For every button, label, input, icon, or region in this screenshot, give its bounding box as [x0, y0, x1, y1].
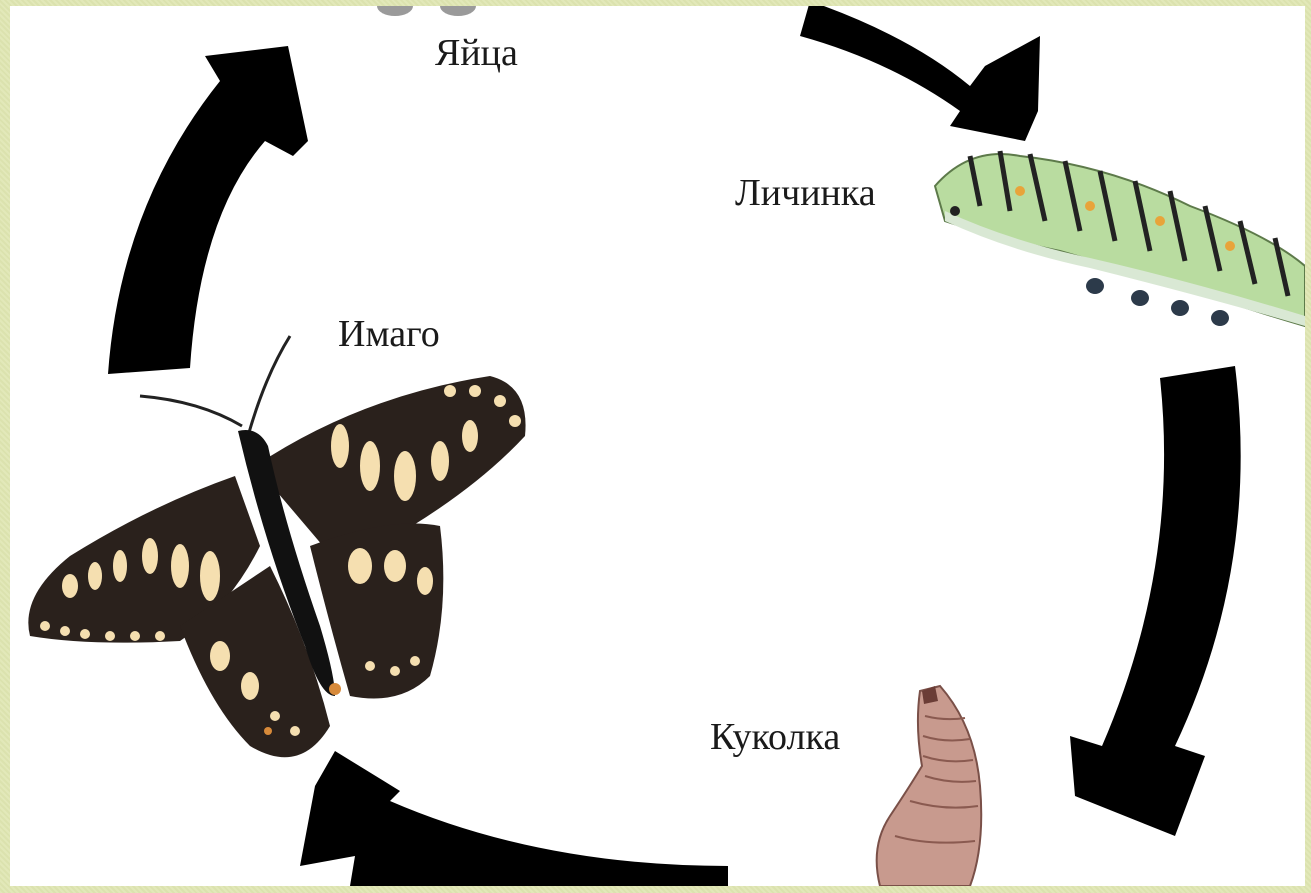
cycle-arrows [10, 6, 1305, 886]
arrow-larva-to-pupa [1070, 366, 1241, 836]
pupa-icon [877, 686, 982, 886]
label-imago: Имаго [338, 315, 440, 353]
label-eggs: Яйца [435, 34, 518, 72]
arrow-eggs-to-larva [800, 6, 1040, 141]
life-cycle-diagram: Яйца Личинка Имаго Куколка [10, 6, 1305, 886]
butterfly-icon [28, 336, 525, 757]
arrow-pupa-to-imago [300, 751, 728, 886]
arrow-imago-to-eggs [108, 46, 308, 374]
label-larva: Личинка [735, 174, 876, 212]
caterpillar-icon [935, 151, 1305, 326]
label-pupa: Куколка [710, 718, 840, 756]
egg-icon [377, 6, 476, 16]
